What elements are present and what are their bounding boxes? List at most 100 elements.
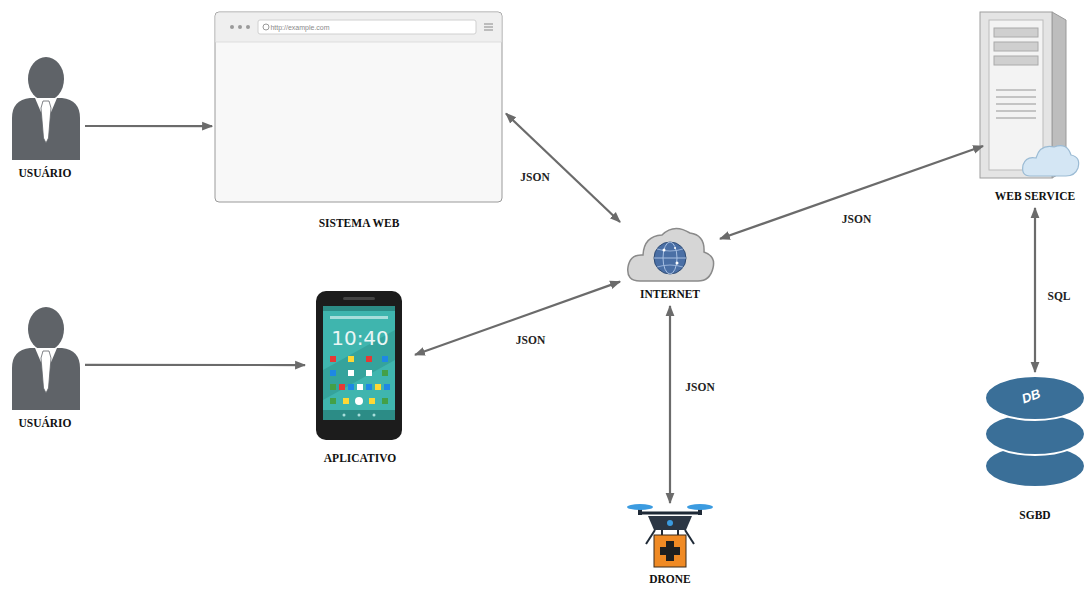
drone-figure-part [660,547,680,555]
node-label: USUÁRIO [18,167,71,181]
smartphone-part [343,414,346,417]
user-figure-part [28,307,64,351]
user-figure [12,307,80,410]
smartphone-part [323,410,395,420]
server-tower-part [996,117,1036,119]
internet-cloud-part [654,242,686,274]
node-label: APLICATIVO [324,452,396,466]
user-figure-part [12,348,80,410]
smartphone-part [323,306,395,420]
browser-window-part [238,25,242,29]
server-tower-part [994,42,1038,51]
connector-arrow [1034,208,1036,372]
user-node: USUÁRIO [5,305,85,435]
smartphone-part [339,384,345,390]
internet-cloud-part [628,228,714,281]
smartphone-part [366,356,372,362]
internet-cloud-part [674,247,676,249]
drone-figure [627,504,713,567]
internet-cloud-part [654,258,686,259]
connector-arrow [85,364,305,366]
smartphone-part [316,291,402,440]
drone-figure-part [627,504,653,510]
server-tower [980,12,1079,178]
browser-window-part [230,25,234,29]
edge-label: JSON [514,334,547,348]
web-system-node: SISTEMA WEB [212,10,506,235]
drone-figure-part [667,520,673,526]
node-label: SISTEMA WEB [319,217,400,231]
server-tower-part [994,56,1038,65]
smartphone-part [382,356,388,362]
smartphone-part [373,414,376,417]
smartphone-part [330,370,336,376]
browser-window-part [215,12,502,202]
smartphone-part [348,370,354,376]
user-node: USUÁRIO [5,55,85,185]
server-tower-part [994,28,1038,37]
smartphone-part [330,384,336,390]
server-tower-part [1023,146,1079,176]
user-figure-part [12,98,80,160]
browser-window-part [216,13,502,43]
smartphone-part [366,370,372,376]
url-text: http://example.com [270,24,329,31]
drone-figure-part [687,504,713,510]
smartphone-part [355,397,363,405]
drone-figure-part [648,516,692,530]
user-figure-part [28,57,64,101]
drone-figure-part [640,512,700,515]
node-label: DRONE [649,573,691,587]
connector-arrow [415,282,620,355]
browser-window-part [484,23,493,24]
smartphone-part [323,306,395,311]
edge-label: JSON [518,171,551,185]
app-node: APLICATIVO [305,290,415,470]
smartphone-part [330,316,388,319]
smartphone-part [366,384,372,390]
smartphone-part [357,384,363,390]
smartphone-part [382,398,388,404]
browser-window-part [484,26,493,27]
smartphone-part [343,297,375,300]
browser-window-part [484,29,493,30]
user-figure [12,57,80,160]
clock-text: 10:40 [331,328,389,348]
drone-figure-part [654,535,686,567]
browser-window [215,12,502,202]
node-label: SGBD [1019,509,1050,523]
user-figure-part [41,351,51,393]
edge-label: JSON [840,213,873,227]
smartphone-part [330,398,336,404]
node-label: WEB SERVICE [995,190,1075,204]
internet-cloud-part [657,249,683,267]
edge-label: JSON [683,381,716,395]
internet-node: INTERNET [620,222,720,306]
internet-cloud-part [676,262,679,265]
node-label: INTERNET [640,288,700,302]
smartphone-part [330,356,336,362]
connector-arrow [720,146,983,239]
connector-arrow [506,114,620,223]
drone-node: DRONE [620,503,720,591]
server-tower-part [996,103,1036,105]
smartphone-part [375,384,381,390]
database-stack [985,376,1085,487]
smartphone-part [348,356,354,362]
smartphone-part [384,384,390,390]
smartphone [316,291,402,440]
smartphone-part [369,398,375,404]
smartphone-part [382,370,388,376]
internet-cloud-part [663,249,666,252]
browser-window-part [216,42,502,43]
node-label: USUÁRIO [18,417,71,431]
user-figure-part [41,101,51,143]
edge-label: SQL [1045,290,1072,304]
server-tower-part [989,20,1043,170]
smartphone-part [343,398,349,404]
smartphone-part [348,384,354,390]
internet-cloud [628,228,714,281]
